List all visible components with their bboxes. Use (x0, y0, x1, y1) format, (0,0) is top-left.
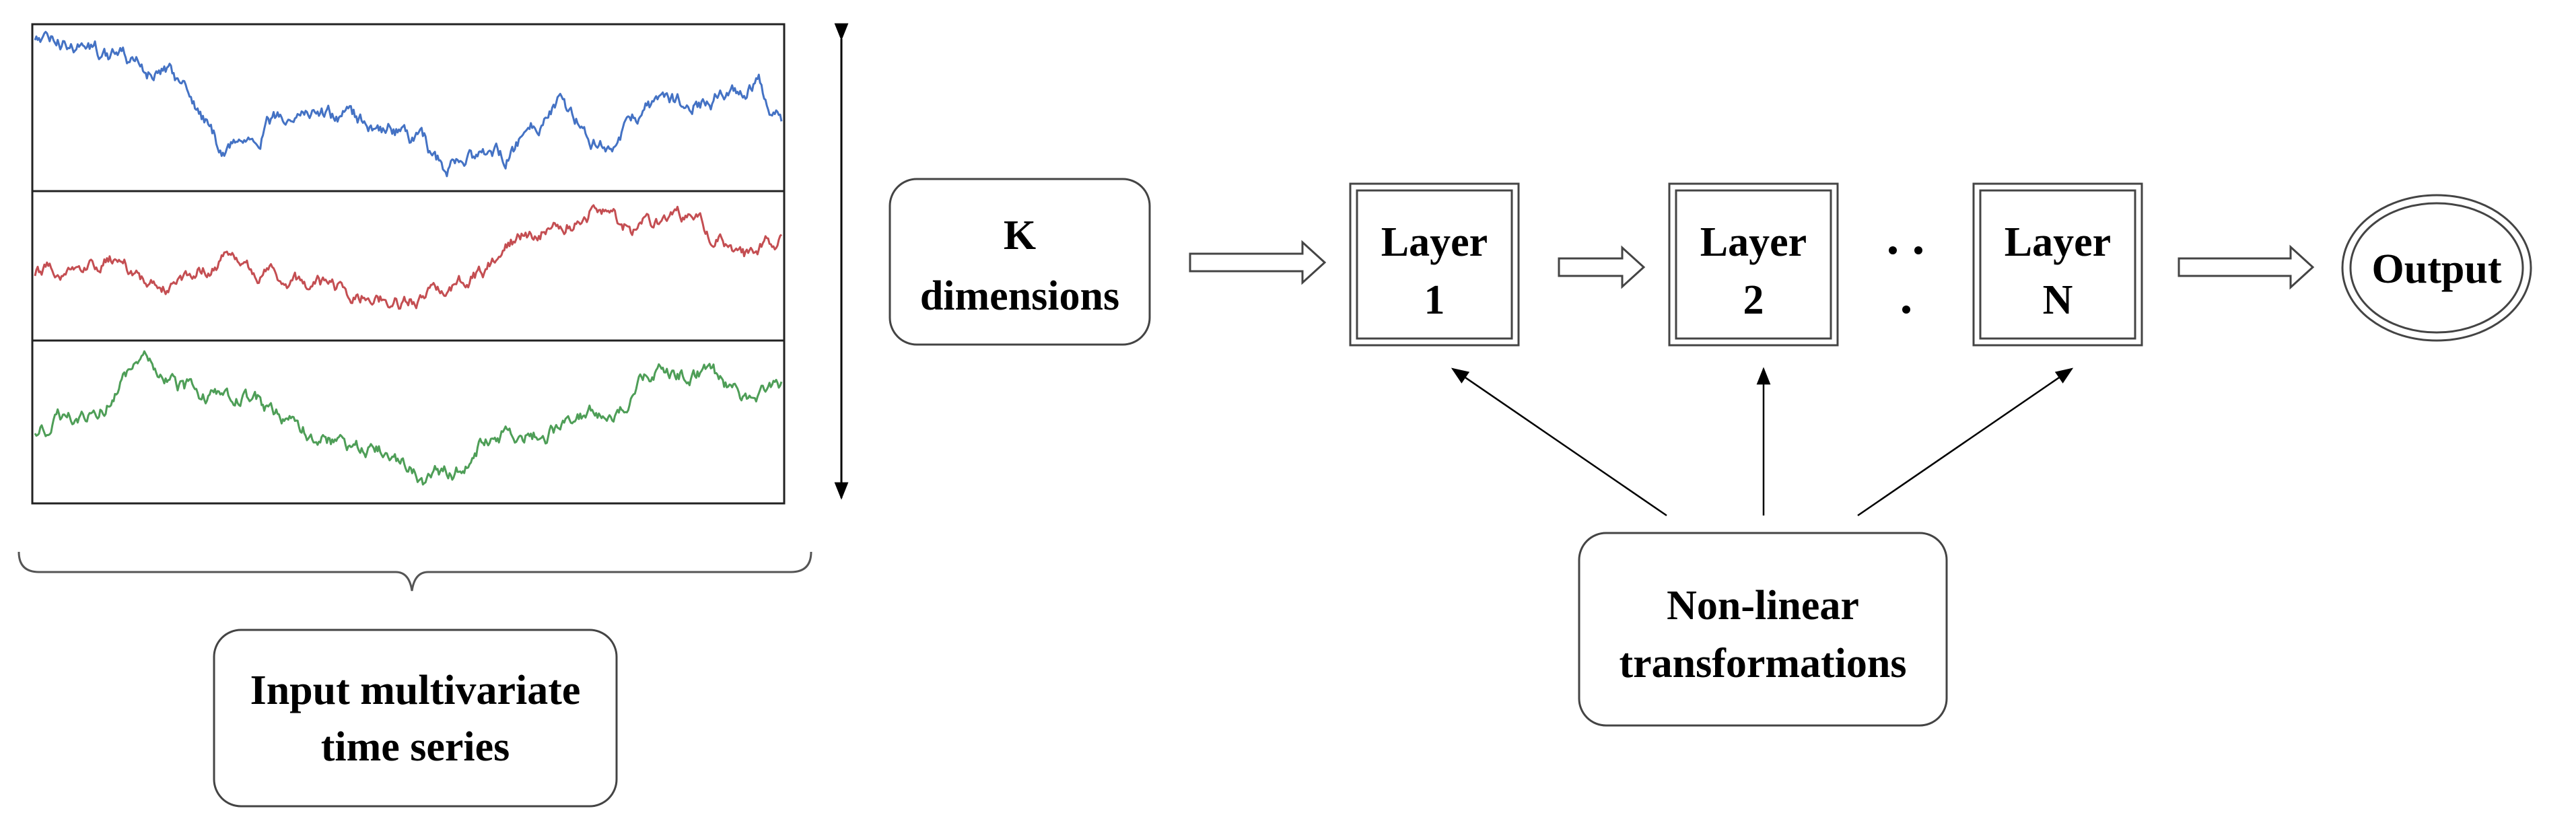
arrow-layerN-to-output (2178, 244, 2315, 290)
dimensions-label: dimensions (920, 273, 1119, 319)
layer-2-label: Layer (1700, 219, 1807, 265)
layer-n-label: Layer (2005, 219, 2111, 265)
layer-n-box: Layer N (1972, 182, 2143, 347)
layer-1-number: 1 (1424, 277, 1445, 323)
nonlinear-line1: Non-linear (1667, 583, 1859, 629)
layer-1-box: Layer 1 (1349, 182, 1520, 347)
arrow-k-to-layer1 (1189, 240, 1327, 285)
series-line-blue (34, 30, 783, 178)
k-label: K (1004, 213, 1036, 258)
layer-1-label: Layer (1381, 219, 1488, 265)
input-label-box: Input multivariate time series (213, 629, 618, 808)
layer-2-box: Layer 2 (1668, 182, 1839, 347)
layer-n-number: N (2043, 277, 2073, 323)
time-series-panel (31, 23, 786, 505)
ellipsis-dots (1889, 246, 1922, 314)
output-node: Output (2341, 194, 2532, 342)
series-panel-1 (31, 23, 786, 192)
layer-2-number: 2 (1743, 277, 1764, 323)
input-label-line1: Input multivariate (250, 668, 581, 713)
brace (18, 551, 812, 592)
input-label-line2: time series (321, 724, 510, 770)
arrow-to-layer-1 (1451, 367, 1667, 517)
series-panel-2 (31, 190, 786, 342)
output-label: Output (2372, 246, 2502, 292)
nonlinear-line2: transformations (1619, 641, 1906, 686)
series-line-red (34, 204, 783, 310)
series-panel-3 (31, 339, 786, 505)
k-dimensions-box: K dimensions (889, 178, 1151, 346)
arrow-layer1-to-layer2 (1558, 245, 1646, 289)
arrow-to-layer-n (1857, 367, 2074, 517)
nonlinear-box: Non-linear transformations (1578, 532, 1948, 727)
series-line-green (34, 350, 783, 486)
